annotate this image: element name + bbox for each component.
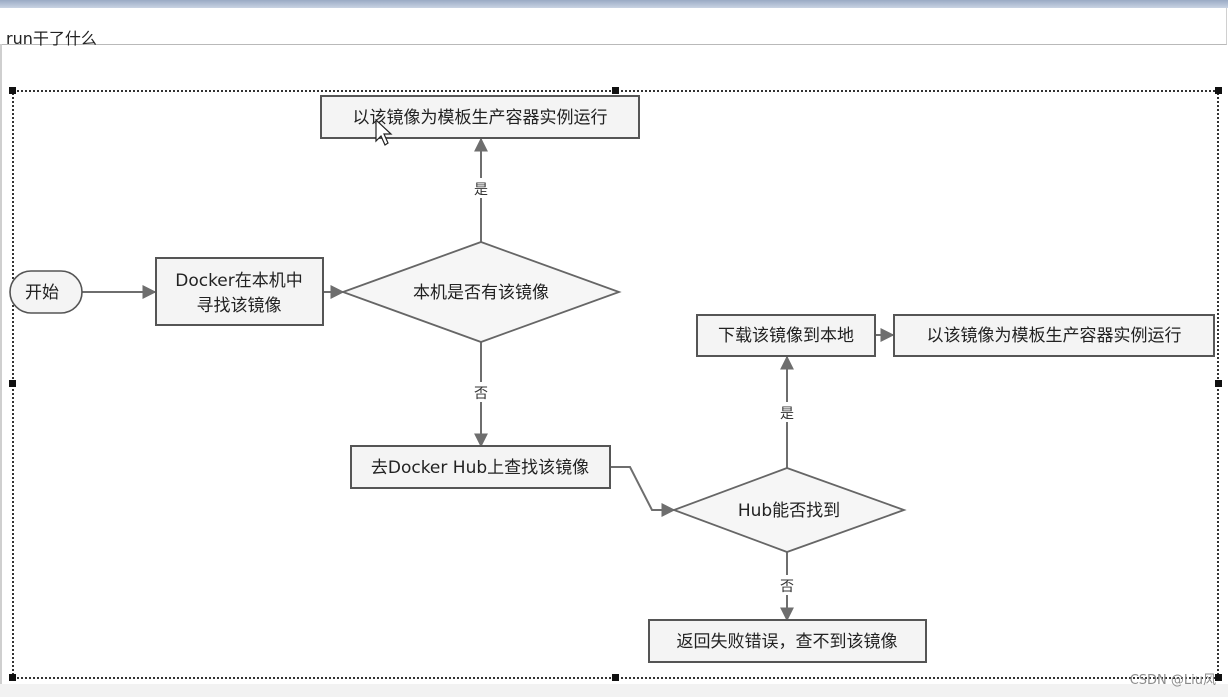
- resize-handle-top-left[interactable]: [9, 87, 16, 94]
- page-title: run干了什么: [6, 29, 97, 48]
- mouse-cursor-icon: [375, 118, 393, 146]
- resize-handle-top-right[interactable]: [1215, 87, 1222, 94]
- node-local-find-label-line1: Docker在本机中: [175, 271, 303, 291]
- node-start[interactable]: [9, 270, 83, 314]
- node-local-find-label-line2: 寻找该镜像: [197, 296, 282, 316]
- edge-hub-search-to-hub-decision: [610, 466, 676, 517]
- node-decision-local-label: 本机是否有该镜像: [413, 283, 549, 303]
- node-run-container-right-label: 以该镜像为模板生产容器实例运行: [927, 326, 1182, 346]
- node-decision-hub-label: Hub能否找到: [738, 501, 840, 521]
- node-error[interactable]: [648, 619, 927, 663]
- resize-handle-bottom-left[interactable]: [9, 674, 16, 681]
- left-border: [0, 44, 2, 697]
- resize-handle-bottom-center[interactable]: [612, 674, 619, 681]
- node-hub-search-label: 去Docker Hub上查找该镜像: [371, 458, 589, 478]
- node-start-label: 开始: [25, 283, 59, 303]
- resize-handle-top-center[interactable]: [612, 87, 619, 94]
- node-local-find[interactable]: [155, 257, 324, 326]
- window-top-bar: [0, 0, 1228, 8]
- node-error-label: 返回失败错误，查不到该镜像: [677, 632, 898, 652]
- bottom-bar: [0, 684, 1228, 697]
- resize-handle-bottom-right[interactable]: [1215, 674, 1222, 681]
- node-decision-local[interactable]: [340, 241, 622, 343]
- resize-handle-middle-right[interactable]: [1215, 380, 1222, 387]
- title-bar: run干了什么: [0, 8, 1227, 48]
- node-download[interactable]: [696, 314, 876, 357]
- edge-label-no-local: 否: [474, 386, 488, 402]
- node-hub-search[interactable]: [350, 445, 611, 489]
- watermark: CSDN @Liu风: [1129, 673, 1216, 688]
- resize-handle-middle-left[interactable]: [9, 380, 16, 387]
- edge-label-no-hub: 否: [780, 579, 794, 595]
- node-run-container-right[interactable]: [893, 314, 1215, 357]
- edge-label-yes-hub: 是: [780, 406, 794, 422]
- node-run-container-top-label: 以该镜像为模板生产容器实例运行: [353, 108, 608, 128]
- node-decision-hub[interactable]: [671, 467, 907, 553]
- node-download-label: 下载该镜像到本地: [718, 326, 854, 346]
- edge-label-yes-top: 是: [474, 182, 488, 198]
- node-run-container-top[interactable]: [320, 95, 640, 139]
